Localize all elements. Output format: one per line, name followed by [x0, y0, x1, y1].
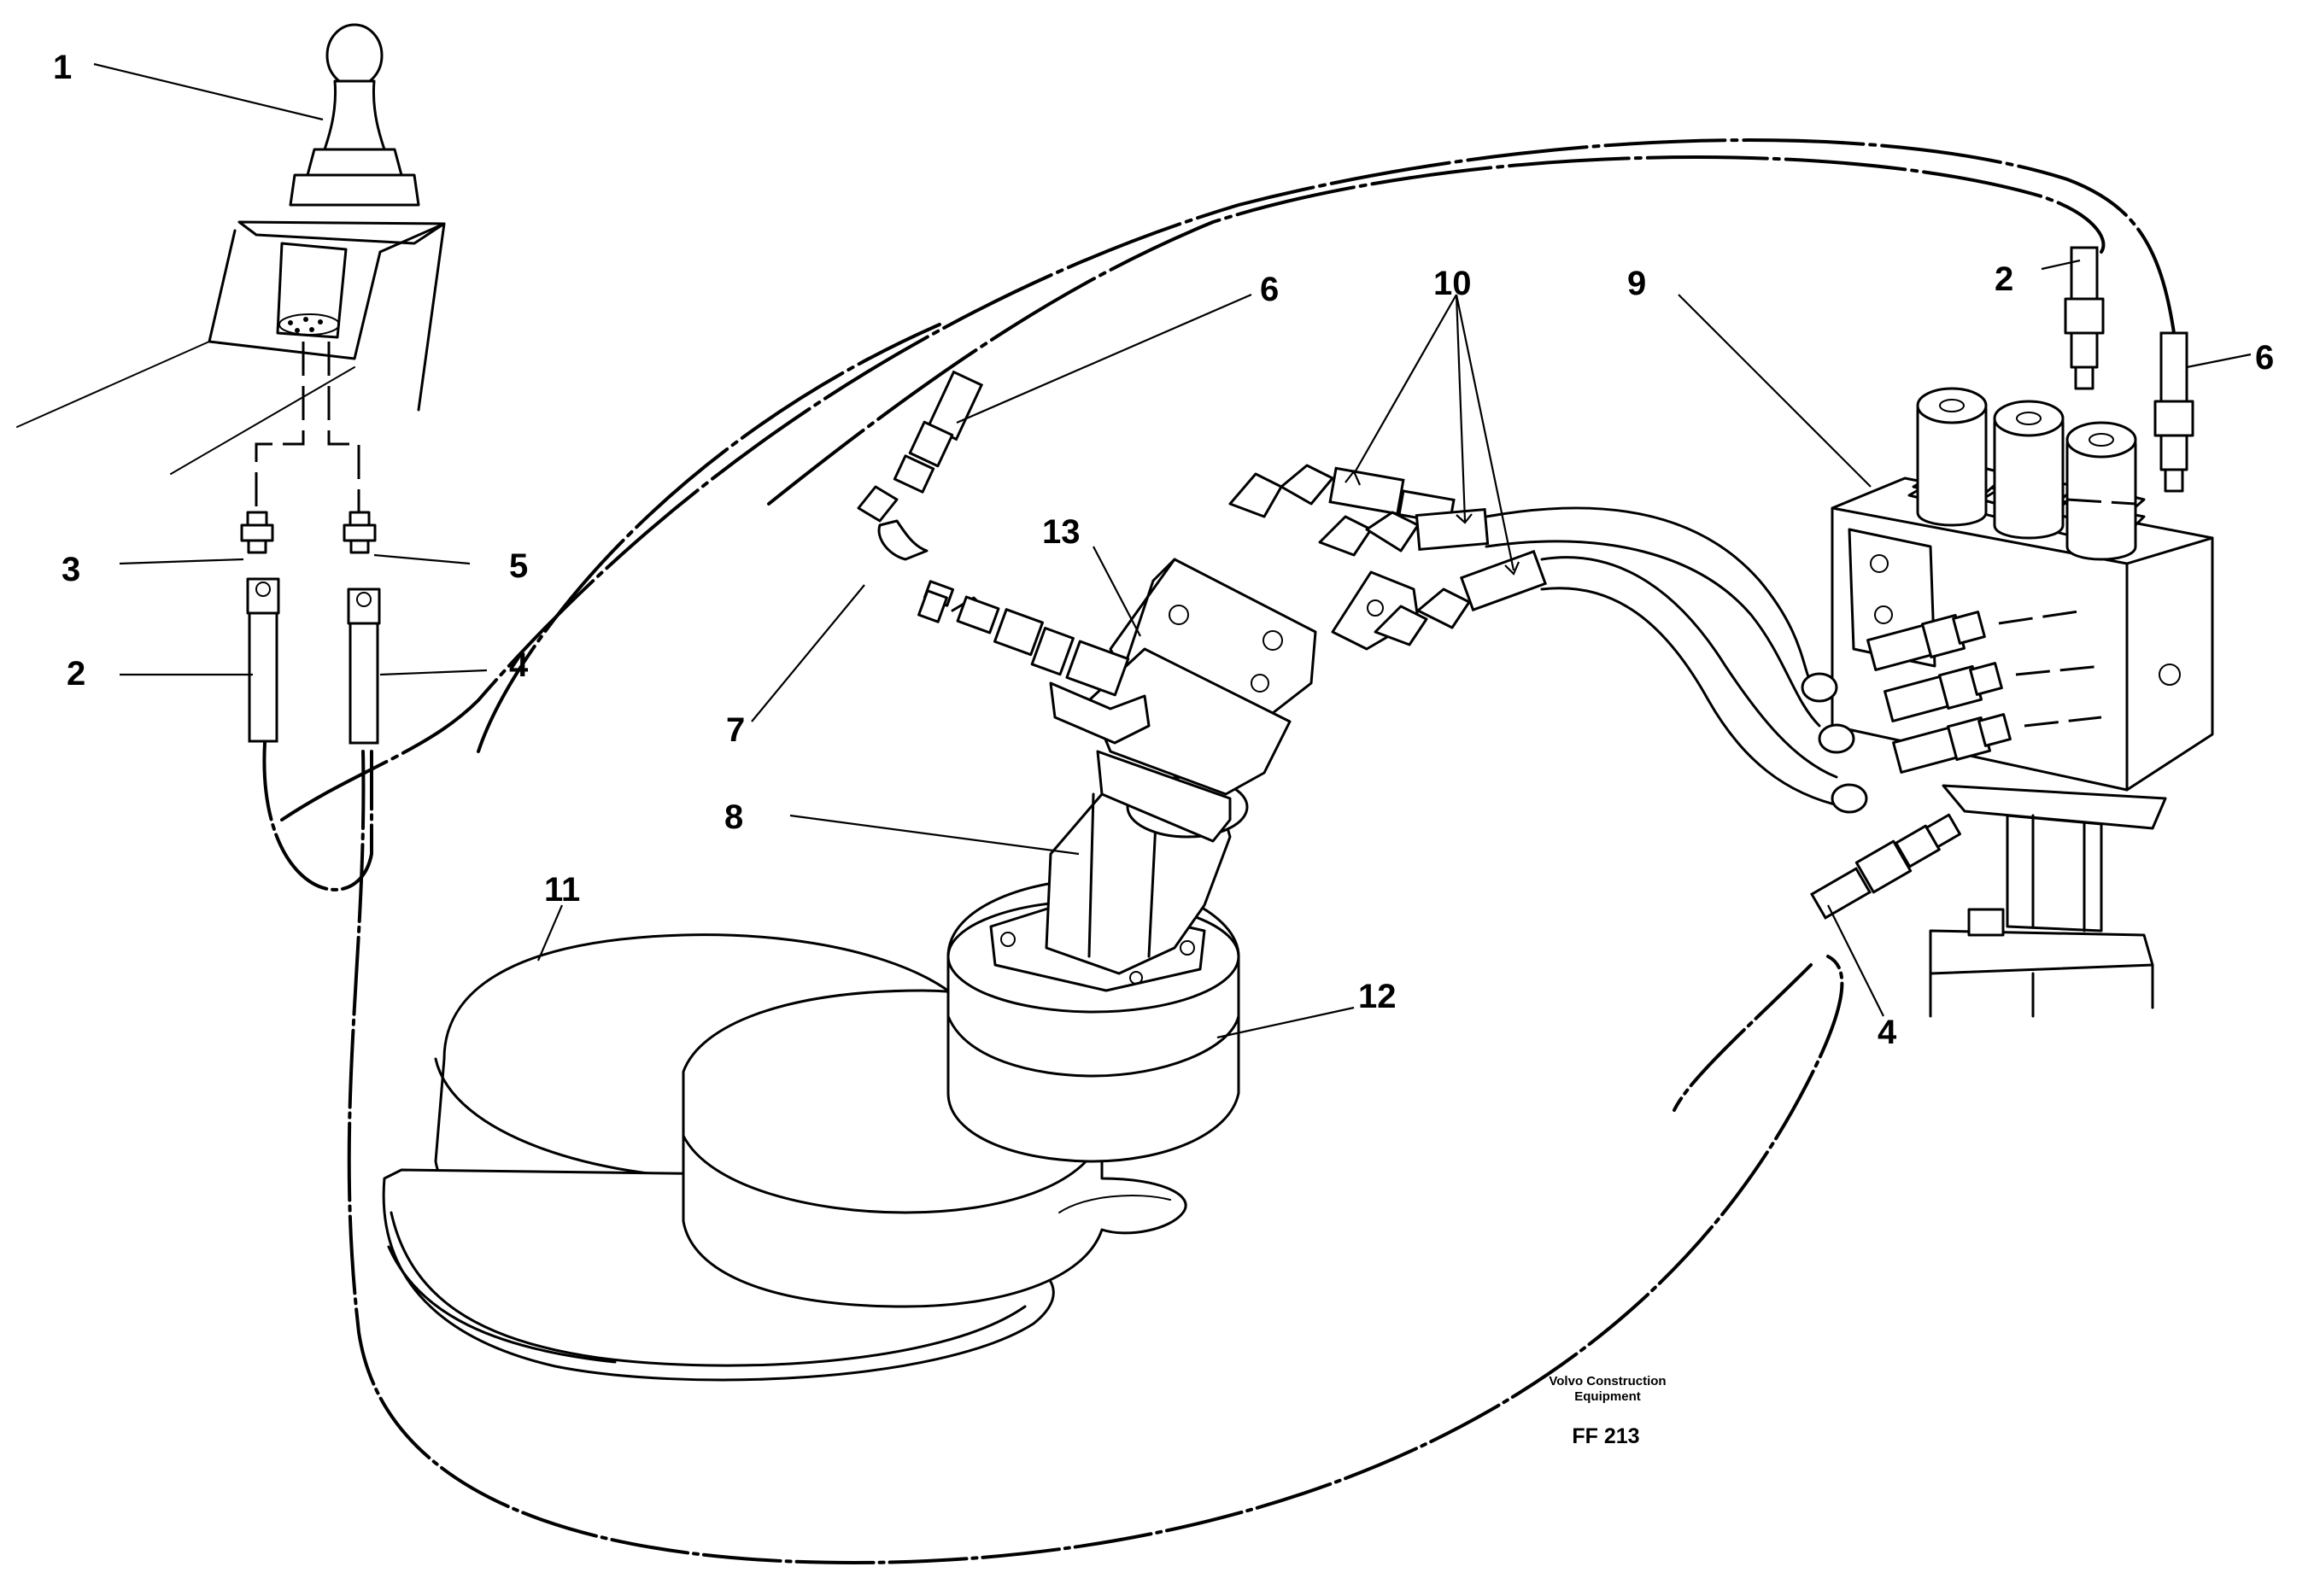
pipe-loops — [262, 138, 2176, 1565]
callout-12: 12 — [1358, 978, 1397, 1015]
callout-7: 7 — [726, 711, 745, 749]
callout-10: 10 — [1433, 265, 1472, 302]
callout-3: 3 — [62, 551, 80, 588]
callout-9: 9 — [1627, 265, 1646, 302]
callout-4-left: 4 — [509, 646, 529, 684]
valve-block-13 — [857, 370, 1847, 843]
callout-1: 1 — [53, 49, 72, 86]
callout-8: 8 — [724, 798, 743, 836]
credit-line-1: Volvo Construction — [1549, 1374, 1666, 1388]
figure-code: FF 213 — [1572, 1424, 1639, 1448]
control-lever — [16, 23, 446, 745]
callouts: 1 3 2 5 4 6 7 8 9 10 11 12 13 2 6 4 — [53, 49, 2274, 1051]
callout-6-mid: 6 — [1260, 271, 1279, 308]
credit-line-2: Equipment — [1574, 1389, 1641, 1404]
callout-2-left: 2 — [67, 655, 85, 693]
slew-motor-assembly — [382, 775, 1249, 1382]
control-valve-9 — [1801, 246, 2214, 1018]
hose-fittings-10 — [1228, 464, 1548, 646]
callout-5: 5 — [509, 547, 528, 585]
callout-11: 11 — [544, 871, 580, 909]
callout-6-right: 6 — [2255, 339, 2274, 377]
leader-lines — [93, 62, 2252, 1039]
callout-13: 13 — [1042, 513, 1081, 551]
callout-4-right: 4 — [1878, 1014, 1897, 1051]
callout-2-right: 2 — [1995, 260, 2013, 298]
publisher-credit: Volvo Construction Equipment FF 213 — [1549, 1374, 1666, 1448]
